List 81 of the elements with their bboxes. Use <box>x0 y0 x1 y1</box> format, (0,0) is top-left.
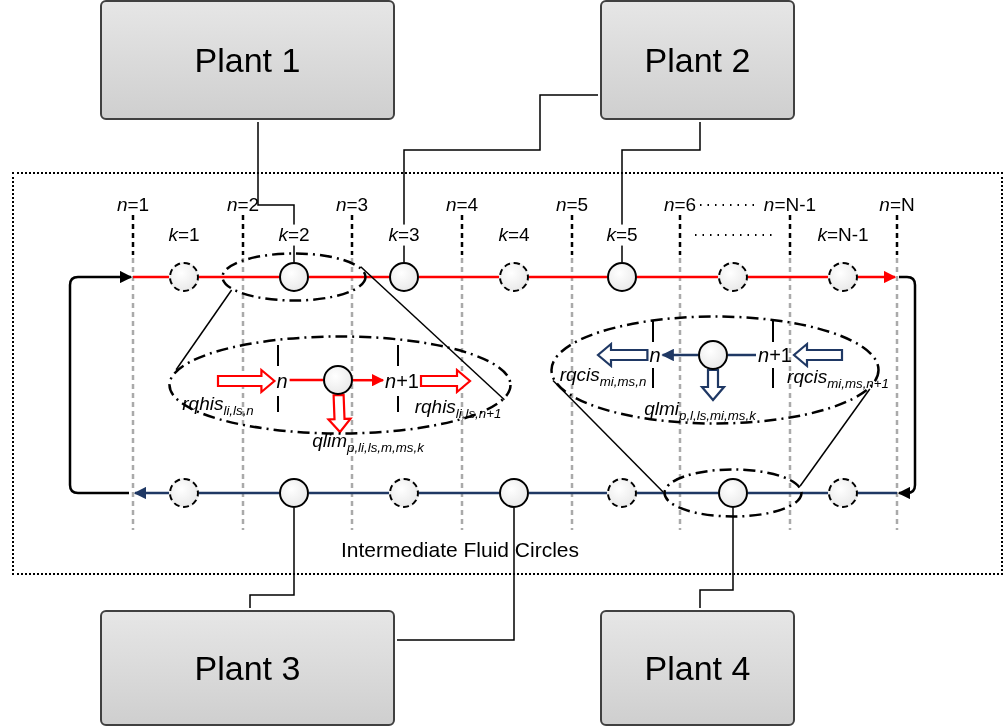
edge-label: qlim$_{p,li,ls,m,ms,k}$ <box>312 430 424 456</box>
n-label: n=6 <box>663 194 697 216</box>
n-label: n=1 <box>116 194 150 216</box>
n-label: n=4 <box>445 194 479 216</box>
n-label: n=2 <box>226 194 260 216</box>
node-circle <box>718 478 748 508</box>
edge-label: rqcis$_{mi,ms,n+1}$ <box>787 366 889 392</box>
connector-line <box>133 275 169 279</box>
hollow-arrow <box>596 341 649 369</box>
edge-label: rqhis$_{li,ls,n+1}$ <box>414 396 502 422</box>
node-circle <box>607 262 637 292</box>
plant-box: Plant 4 <box>600 610 795 726</box>
connector-line <box>175 289 233 371</box>
connector-line <box>309 275 389 279</box>
connector-line <box>799 388 871 487</box>
node-circle <box>607 478 637 508</box>
node-circle <box>169 262 199 292</box>
n-label: n=N <box>879 194 915 216</box>
k-label: k=5 <box>604 224 640 246</box>
connector-line <box>529 491 607 495</box>
connector-line <box>621 121 701 263</box>
connector-line <box>359 266 506 401</box>
connector-line <box>529 275 607 279</box>
hollow-arrow <box>326 393 353 434</box>
connector-line <box>661 348 698 362</box>
connector-line <box>419 275 499 279</box>
connector-line <box>748 491 828 495</box>
n-label: n=5 <box>555 194 589 216</box>
connector-line <box>699 507 734 609</box>
hollow-arrow <box>216 367 277 395</box>
index-label: n+1 <box>385 370 419 392</box>
connector-line <box>637 491 718 495</box>
index-label: n <box>276 370 288 392</box>
index-label: n <box>649 344 661 366</box>
connector-line <box>728 353 756 357</box>
n-label: n=3 <box>335 194 369 216</box>
node-circle <box>169 478 199 508</box>
hollow-arrow <box>699 368 727 402</box>
connector-line <box>396 507 515 641</box>
node-circle <box>389 478 419 508</box>
k-label: k=3 <box>386 224 422 246</box>
edge-label: rqhis$_{li,ls,n}$ <box>182 393 254 419</box>
connector-line <box>289 378 323 382</box>
node-circle <box>279 262 309 292</box>
connector-line <box>858 491 897 495</box>
connector-line <box>858 270 897 284</box>
node-circle <box>499 262 529 292</box>
k-label: k=2 <box>276 224 312 246</box>
connector-line <box>309 491 389 495</box>
node-circle <box>499 478 529 508</box>
plant-box: Plant 3 <box>100 610 395 726</box>
hollow-arrow <box>792 341 844 369</box>
edge-label: rqcis$_{mi,ms,n}$ <box>559 364 647 390</box>
hollow-arrow <box>419 367 472 395</box>
index-label: n+1 <box>758 344 792 366</box>
connector-line <box>748 275 828 279</box>
zoom-ellipse <box>168 335 512 435</box>
node-circle <box>279 478 309 508</box>
zoom-ellipse <box>221 252 367 302</box>
connector-line <box>249 507 295 609</box>
connector-line <box>353 373 385 387</box>
connector-line <box>257 121 295 263</box>
region-title: Intermediate Fluid Circles <box>340 538 580 562</box>
n-label: n=N-1 <box>763 194 817 216</box>
connector-line <box>637 275 718 279</box>
node-circle <box>828 262 858 292</box>
node-circle <box>698 340 728 370</box>
connector-line <box>199 491 279 495</box>
connector-line <box>199 275 279 279</box>
edge-label: qlmi$_{p,l,ls,mi,ms,k}$ <box>644 398 756 424</box>
connector-line <box>419 491 499 495</box>
node-circle <box>828 478 858 508</box>
plant-box: Plant 2 <box>600 0 795 120</box>
connector-line <box>133 486 169 500</box>
connector-line <box>403 94 599 263</box>
connector-line <box>552 379 664 493</box>
node-circle <box>718 262 748 292</box>
node-circle <box>389 262 419 292</box>
node-circle <box>323 365 353 395</box>
plant-box: Plant 1 <box>100 0 395 120</box>
zoom-ellipse <box>663 468 803 518</box>
